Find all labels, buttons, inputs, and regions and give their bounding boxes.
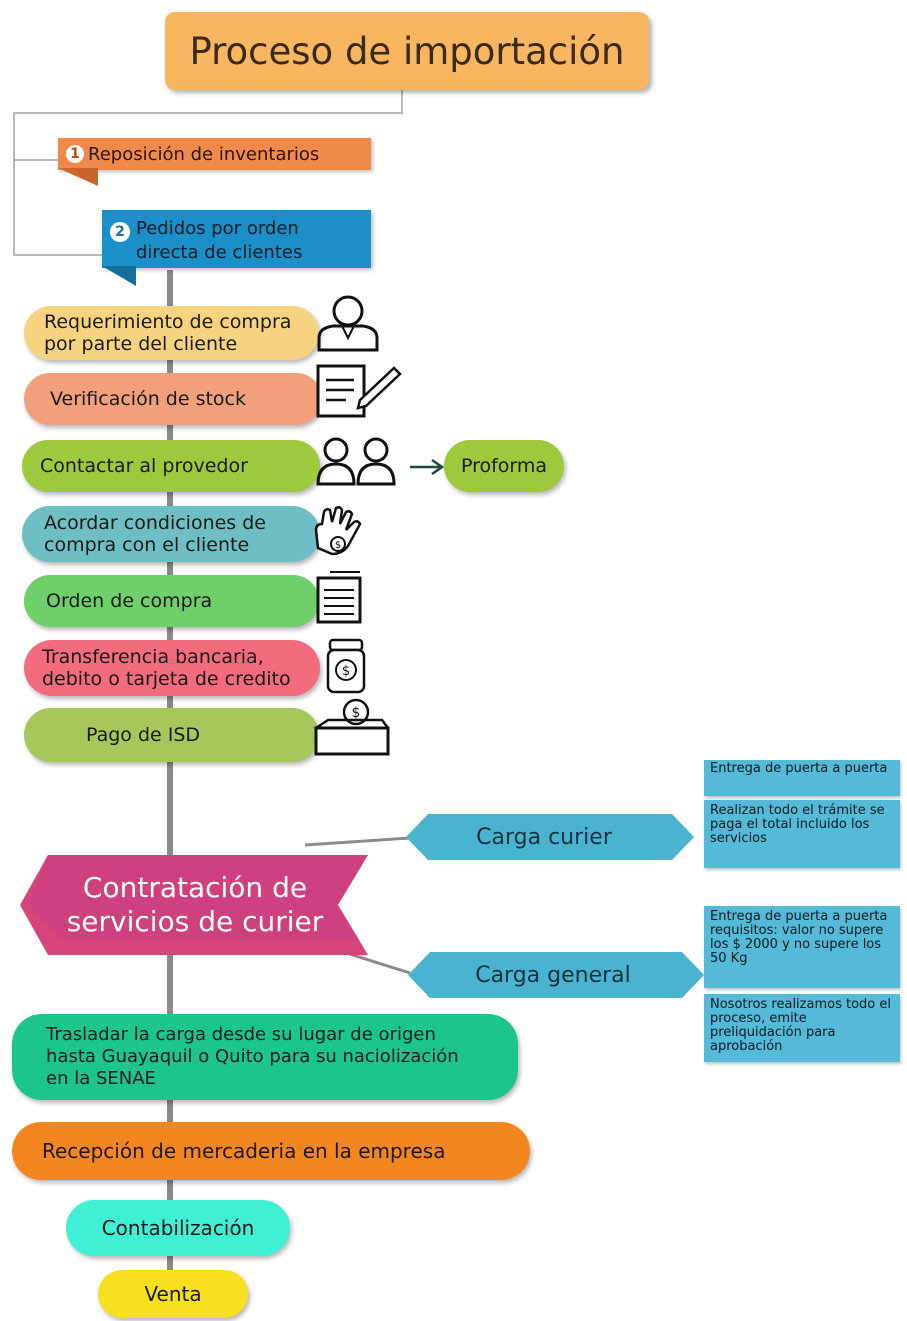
branch-pedidos: 2 Pedidos por orden directa de clientes xyxy=(102,210,371,268)
money-jar-icon: $ xyxy=(326,638,366,694)
recepcion-label: Recepción de mercaderia en la empresa xyxy=(42,1139,446,1163)
contabilizacion-label: Contabilización xyxy=(101,1216,255,1240)
note-curier-2-text: Realizan todo el trámite se paga el tota… xyxy=(710,803,885,846)
note-curier-1: Entrega de puerta a puerta xyxy=(704,760,900,796)
option-carga-general: Carga general xyxy=(408,952,698,998)
arrow-right-icon xyxy=(410,458,445,476)
person-icon xyxy=(317,295,379,352)
courier-banner-shape xyxy=(20,855,368,955)
trasladar-line2: hasta Guayaquil o Quito para su nacioliz… xyxy=(46,1046,459,1067)
courier-banner-line1: Contratación de xyxy=(82,871,308,904)
step-pago-isd: Pago de ISD xyxy=(24,708,319,762)
branch-2-tail xyxy=(102,266,136,286)
branch-label-2-line2: directa de clientes xyxy=(136,242,303,263)
note-general-1-text: Entrega de puerta a puerta requisitos: v… xyxy=(710,909,888,966)
step-recepcion: Recepción de mercaderia en la empresa xyxy=(12,1122,530,1180)
step-trasladar: Trasladar la carga desde su lugar de ori… xyxy=(12,1014,518,1100)
note-general-1: Entrega de puerta a puerta requisitos: v… xyxy=(704,906,900,988)
venta-label: Venta xyxy=(144,1282,202,1306)
title-text: Proceso de importación xyxy=(189,29,625,73)
step-contabilizacion: Contabilización xyxy=(66,1200,290,1256)
note-curier-2: Realizan todo el trámite se paga el tota… xyxy=(704,800,900,868)
courier-banner-line2: servicios de curier xyxy=(66,905,324,938)
step-2-line1: Verificación de stock xyxy=(50,388,247,410)
note-curier-1-text: Entrega de puerta a puerta xyxy=(710,761,888,776)
step-contactar: Contactar al provedor xyxy=(22,440,320,492)
option-carga-general-shape xyxy=(408,952,704,998)
option-carga-curier-shape xyxy=(406,814,694,860)
courier-banner: Contratación de servicios de curier xyxy=(20,855,370,955)
step-4-line1: Acordar condiciones de xyxy=(44,512,266,534)
step-7-line1: Pago de ISD xyxy=(86,724,201,746)
note-general-2-text: Nosotros realizamos todo el proceso, emi… xyxy=(710,997,891,1054)
step-transferencia: Transferencia bancaria, debito o tarjeta… xyxy=(24,640,320,696)
branch-label-1: Reposición de inventarios xyxy=(88,143,320,165)
hand-coin-icon: $ xyxy=(314,506,362,556)
step-1-line2: por parte del cliente xyxy=(44,333,238,355)
note-general-2: Nosotros realizamos todo el proceso, emi… xyxy=(704,994,900,1062)
branch-number-1: 1 xyxy=(66,145,84,163)
step-6-line2: debito o tarjeta de credito xyxy=(42,668,291,690)
svg-text:$: $ xyxy=(352,705,361,721)
option-carga-general-label: Carga general xyxy=(475,962,631,988)
branch-reposicion: 1 Reposición de inventarios xyxy=(58,138,371,170)
step-4-line2: compra con el cliente xyxy=(44,534,250,556)
step-verificacion: Verificación de stock xyxy=(24,373,322,425)
option-carga-curier-label: Carga curier xyxy=(476,824,612,850)
svg-text:$: $ xyxy=(335,540,341,551)
branch-1-tail xyxy=(58,168,98,186)
order-form-icon xyxy=(316,571,362,624)
proforma-badge: Proforma xyxy=(444,440,564,492)
document-pen-icon xyxy=(316,364,402,418)
step-3-line1: Contactar al provedor xyxy=(40,455,248,477)
trasladar-line3: en la SENAE xyxy=(46,1068,156,1089)
trasladar-line1: Trasladar la carga desde su lugar de ori… xyxy=(46,1024,436,1045)
step-1-line1: Requerimiento de compra xyxy=(44,311,292,333)
option-carga-curier: Carga curier xyxy=(406,814,682,860)
branch-number-2: 2 xyxy=(110,222,130,242)
step-venta: Venta xyxy=(98,1270,248,1318)
step-6-line1: Transferencia bancaria, xyxy=(42,646,264,668)
branch-label-2-line1: Pedidos por orden xyxy=(136,218,299,239)
diagram-title: Proceso de importación xyxy=(165,12,649,90)
two-people-icon xyxy=(316,437,396,486)
proforma-label: Proforma xyxy=(460,455,548,477)
svg-text:$: $ xyxy=(342,664,350,679)
payment-box-icon: $ xyxy=(314,698,390,756)
step-requerimiento: Requerimiento de compra por parte del cl… xyxy=(24,306,319,360)
step-acordar: Acordar condiciones de compra con el cli… xyxy=(22,506,320,562)
step-5-line1: Orden de compra xyxy=(46,590,213,612)
step-orden: Orden de compra xyxy=(24,575,319,627)
